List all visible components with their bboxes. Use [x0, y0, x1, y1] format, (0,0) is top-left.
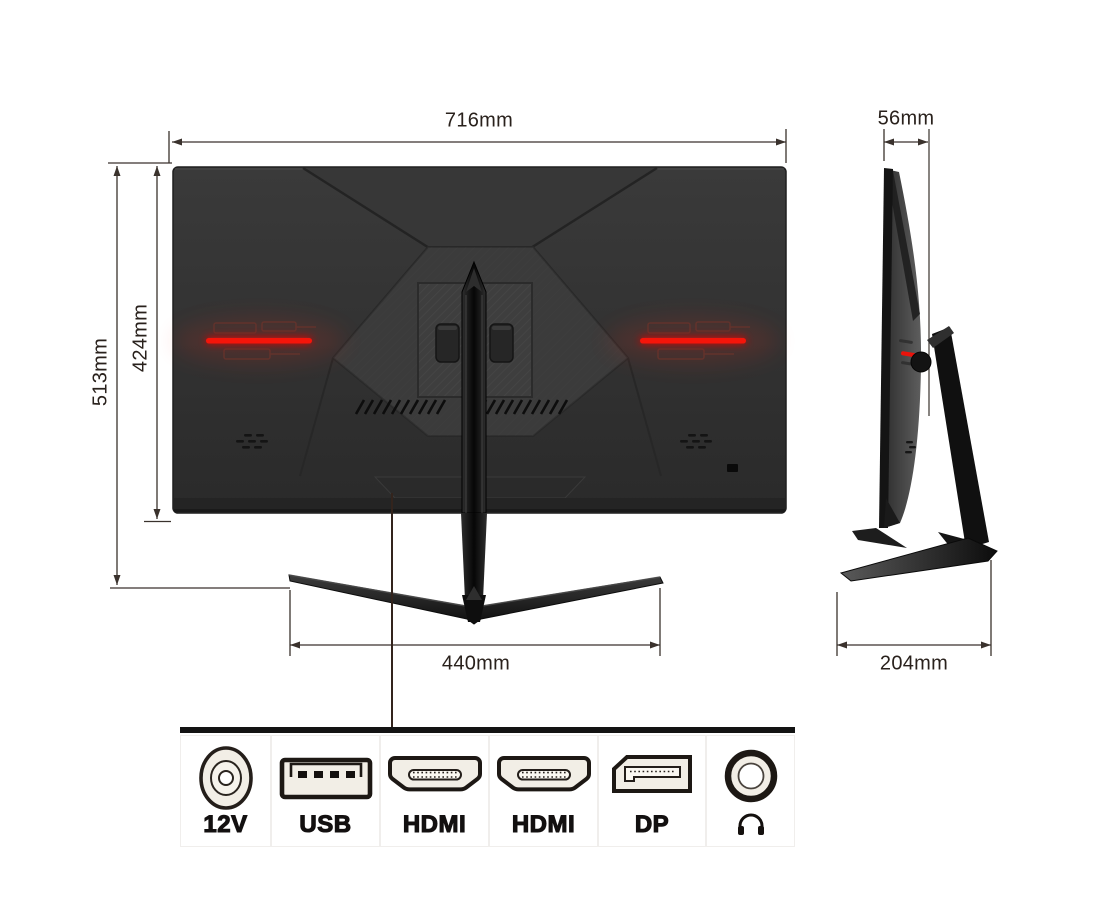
stand-base-rear — [288, 513, 664, 625]
dc-power-jack-icon — [195, 745, 257, 811]
ports-divider-bar — [180, 727, 795, 733]
stand-arm-rear — [461, 260, 487, 514]
port-cell-12v: 12V — [180, 735, 271, 847]
led-strip-right — [607, 317, 779, 365]
side-stand-leg — [932, 327, 989, 549]
port-label: HDMI — [511, 811, 576, 838]
dimension-label-total-height: 513mm — [89, 337, 112, 407]
side-led-accent — [901, 351, 916, 358]
port-cell-audio — [706, 735, 795, 847]
vent-slits — [354, 399, 569, 415]
dimension-lines — [108, 129, 992, 656]
rear-view-monitor — [172, 166, 787, 514]
headphones-icon — [736, 811, 766, 837]
ports-strip: 12V USB — [180, 735, 795, 847]
usb-a-port-icon — [277, 745, 375, 811]
port-cell-dp: DP — [598, 735, 706, 847]
port-cell-usb: USB — [271, 735, 380, 847]
speaker-grille-dots — [236, 434, 712, 449]
headphone-jack-icon — [719, 745, 783, 811]
dimension-label-panel-height: 424mm — [129, 303, 152, 373]
port-cell-hdmi-2: HDMI — [489, 735, 598, 847]
dimension-label-width: 716mm — [444, 109, 514, 132]
led-strip-left — [173, 317, 345, 365]
port-label: DP — [634, 811, 670, 838]
displayport-icon — [604, 745, 700, 811]
side-view-monitor — [839, 129, 998, 582]
port-label: 12V — [203, 811, 248, 838]
hdmi-port-icon — [386, 745, 484, 811]
kensington-lock-slot — [727, 464, 738, 472]
port-label: HDMI — [402, 811, 467, 838]
hdmi-port-icon — [495, 745, 593, 811]
side-stand-foot — [839, 537, 998, 582]
dimension-label-depth: 56mm — [877, 107, 935, 130]
port-cell-hdmi-1: HDMI — [380, 735, 489, 847]
dimension-label-stand-depth: 204mm — [879, 652, 949, 675]
port-label: USB — [299, 811, 352, 838]
dimension-label-stand-width: 440mm — [441, 652, 511, 675]
